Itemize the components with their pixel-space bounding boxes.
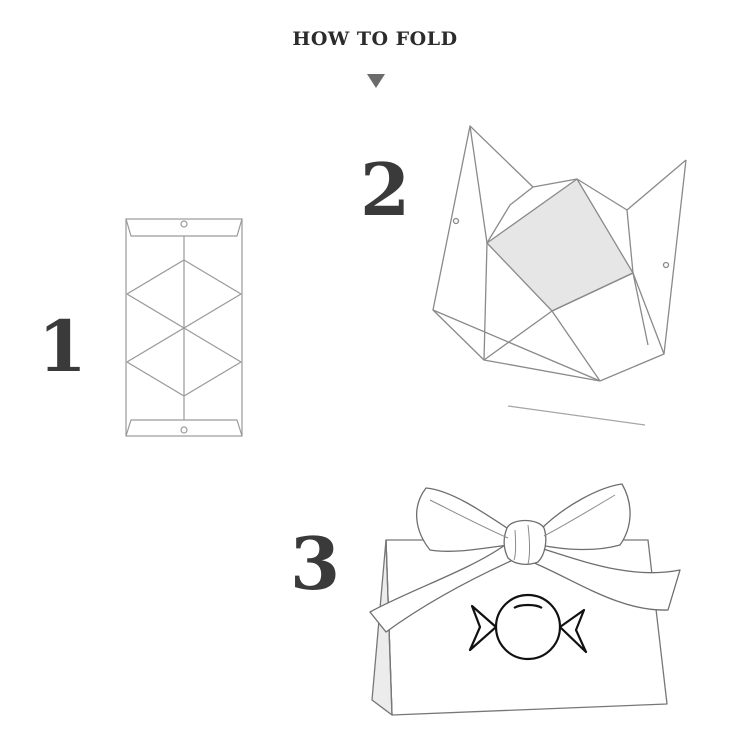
candy-icon xyxy=(468,593,588,661)
candy-highlight xyxy=(513,603,543,609)
candy-right-wrapper xyxy=(558,608,588,654)
page-title: HOW TO FOLD xyxy=(292,28,458,50)
knot-crease-2 xyxy=(527,524,530,565)
box-left-hole xyxy=(452,217,460,225)
box-right-hole xyxy=(662,261,670,269)
bow-left-tail xyxy=(369,544,514,633)
bow-knot xyxy=(503,519,547,565)
loop-crease-left xyxy=(429,499,509,539)
down-triangle-icon xyxy=(367,74,385,88)
knot-crease-1 xyxy=(513,529,517,561)
box-left-wing-edge xyxy=(469,125,534,188)
loop-crease-right xyxy=(543,494,616,537)
box-lower-left-face xyxy=(483,242,601,382)
box-left-wing xyxy=(432,125,488,361)
candy-left-wrapper xyxy=(468,604,498,652)
box-bottom-edge xyxy=(432,309,601,382)
step-1-number: 1 xyxy=(38,305,87,388)
box-shadow-line xyxy=(507,405,646,426)
step-3-number: 3 xyxy=(290,521,341,606)
bow-left-loop xyxy=(415,487,511,552)
template-outline xyxy=(125,218,243,437)
bow-right-loop xyxy=(539,483,631,551)
box-bottom-crease xyxy=(483,359,601,382)
template-bottom-hole xyxy=(180,426,188,434)
box-top-ridge xyxy=(532,159,687,211)
bow-right-tail xyxy=(531,547,681,611)
step-2-number: 2 xyxy=(360,147,411,232)
box-lower-right-face xyxy=(551,272,665,355)
box-top-left-fold xyxy=(486,186,534,244)
template-lower-diamond xyxy=(125,327,243,397)
template-top-hole xyxy=(180,220,188,228)
finished-box-front xyxy=(385,539,668,716)
